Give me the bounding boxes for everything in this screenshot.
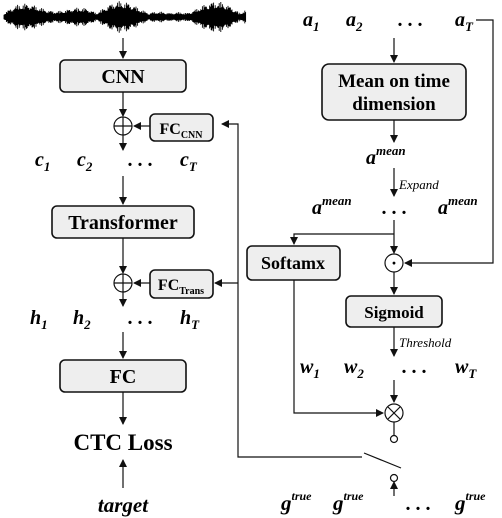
expand-label: Expand <box>398 177 439 192</box>
feedback-to-fc-cnn <box>221 120 239 283</box>
switch-lever <box>363 452 402 469</box>
arrow-aT-to-dot <box>404 19 494 267</box>
a2-label: a2 <box>346 9 363 34</box>
cT-label: cT <box>180 149 198 174</box>
switch-to-feedback-line <box>237 283 362 458</box>
c2-label: c2 <box>77 149 93 174</box>
softmax-label: Softamx <box>261 253 325 273</box>
h2-label: h2 <box>73 307 91 332</box>
ctc-loss-label: CTC Loss <box>73 430 172 455</box>
fc-trans-box <box>149 269 214 299</box>
amean-label: amean <box>366 143 406 169</box>
a-dots: . . . <box>398 9 423 31</box>
gtrue-1: gtrue <box>280 489 312 515</box>
wT-label: wT <box>455 356 477 381</box>
h-sequence: h1 h2 . . . hT <box>30 307 200 332</box>
w1-label: w1 <box>300 356 320 381</box>
svg-text:·: · <box>391 253 397 273</box>
w-dots: . . . <box>402 356 427 378</box>
sigmoid-label: Sigmoid <box>364 303 424 322</box>
a-sequence: a1 a2 . . . aT <box>303 9 474 34</box>
gtrue-dots: . . . <box>406 493 431 515</box>
mean-box-line1: Mean on time <box>338 71 450 92</box>
gtrue-T: gtrue <box>454 489 486 515</box>
mean-box-line2: dimension <box>352 94 436 115</box>
c-sequence: c1 c2 . . . cT <box>35 149 198 174</box>
w2-label: w2 <box>344 356 364 381</box>
h-dots: . . . <box>128 307 153 329</box>
fc-trans-label: FCTrans <box>158 277 204 297</box>
amean-dots: . . . <box>382 197 407 219</box>
audio-waveform <box>3 1 247 33</box>
aT-label: aT <box>455 9 474 34</box>
add-node-trans <box>113 273 133 293</box>
gtrue-row: gtrue gtrue . . . gtrue <box>280 489 486 515</box>
multiply-node-cross <box>384 403 404 423</box>
fc-cnn-box <box>149 113 214 142</box>
multiply-node-dot: · <box>384 253 404 273</box>
arrow-amean-to-softmax <box>290 233 394 245</box>
fc-label: FC <box>110 366 137 388</box>
target-label: target <box>98 493 149 517</box>
add-node-cnn <box>113 116 133 136</box>
switch-terminal-top <box>389 434 399 444</box>
amean-row: amean . . . amean <box>312 193 478 219</box>
cnn-label: CNN <box>101 66 145 88</box>
waveform-path <box>3 1 247 33</box>
switch-terminal-bottom <box>389 473 399 483</box>
gtrue-2: gtrue <box>332 489 364 515</box>
hT-label: hT <box>180 307 200 332</box>
h1-label: h1 <box>30 307 48 332</box>
amean-last: amean <box>438 193 478 219</box>
a1-label: a1 <box>303 9 320 34</box>
c-dots: . . . <box>128 149 153 171</box>
w-sequence: w1 w2 . . . wT <box>300 356 477 381</box>
c1-label: c1 <box>35 149 50 174</box>
arrow-softmax-to-multiply <box>293 280 384 417</box>
threshold-label: Threshold <box>399 335 452 350</box>
amean-first: amean <box>312 193 352 219</box>
fc-cnn-label: FCCNN <box>160 121 204 141</box>
transformer-label: Transformer <box>68 212 178 234</box>
